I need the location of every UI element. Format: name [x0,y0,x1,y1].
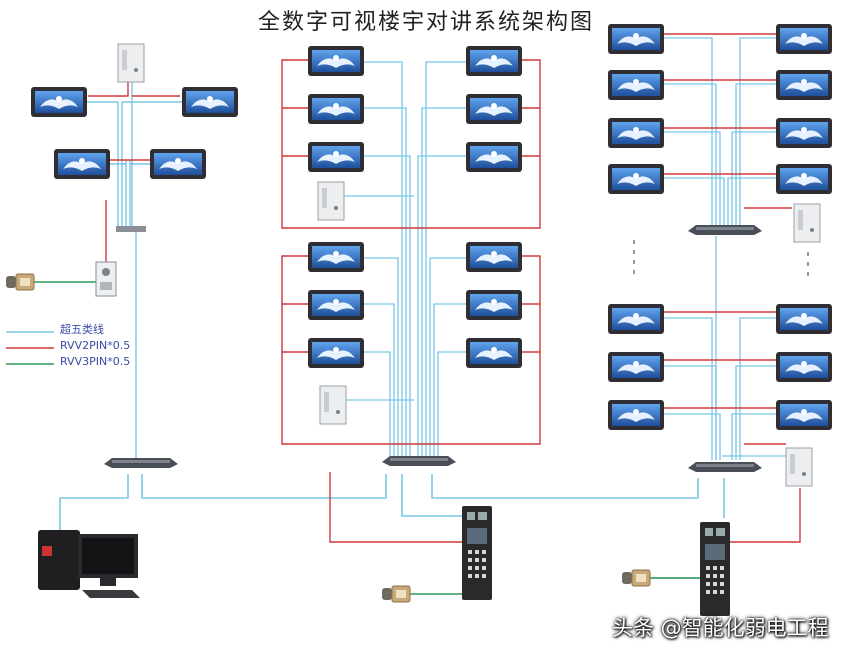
indoor-monitor [776,24,832,54]
management-computer-icon [38,530,140,598]
floor-decoder [319,385,347,425]
indoor-monitor [608,304,664,334]
watermark: 头条 @智能化弱电工程 [612,616,829,640]
network-switch [104,458,178,468]
indoor-monitor [776,352,832,382]
continuation-dots [633,240,809,282]
center-building [281,46,541,460]
floor-decoder [785,447,813,487]
indoor-monitor [150,149,206,179]
indoor-monitor [466,290,522,320]
backbone-cabling [59,456,801,595]
floor-decoder [793,203,821,243]
indoor-monitor [608,70,664,100]
indoor-monitor [308,290,364,320]
indoor-monitor [308,242,364,272]
indoor-monitor [776,118,832,148]
diagram-title: 全数字可视楼宇对讲系统架构图 [257,10,594,35]
legend-item-rvv2: RVV2PIN*0.5 [60,339,131,352]
left-building [5,43,238,462]
indoor-monitor [608,352,664,382]
unit-door-station [700,522,730,616]
indoor-monitor [608,24,664,54]
legend-item-cat5: 超五类线 [60,323,104,336]
indoor-monitor [466,338,522,368]
network-switch [382,456,456,466]
electric-lock-icon [381,585,411,603]
indoor-monitor [776,400,832,430]
electric-lock-icon [5,273,35,291]
indoor-monitor [308,94,364,124]
indoor-monitor [776,304,832,334]
indoor-monitor [608,400,664,430]
cable-splitter [116,226,146,232]
indoor-monitor [466,94,522,124]
floor-decoder [317,181,345,221]
unit-door-station [462,506,492,600]
right-building [608,24,832,487]
indoor-monitor [466,142,522,172]
indoor-monitor [466,46,522,76]
small-door-station [95,261,117,297]
floor-decoder [117,43,145,83]
indoor-monitor [308,142,364,172]
indoor-monitor [776,70,832,100]
legend-item-rvv3: RVV3PIN*0.5 [60,355,131,368]
indoor-monitor [608,118,664,148]
indoor-monitor [182,87,238,117]
legend-lines [6,331,54,365]
electric-lock-icon [621,569,651,587]
indoor-monitor [308,46,364,76]
legend: 超五类线 RVV2PIN*0.5 RVV3PIN*0.5 [6,322,166,370]
indoor-monitor [54,149,110,179]
indoor-monitor [31,87,87,117]
indoor-monitor [466,242,522,272]
floor-switch [688,225,762,235]
indoor-monitor [776,164,832,194]
indoor-monitor [308,338,364,368]
indoor-monitor [608,164,664,194]
network-switch [688,462,762,472]
